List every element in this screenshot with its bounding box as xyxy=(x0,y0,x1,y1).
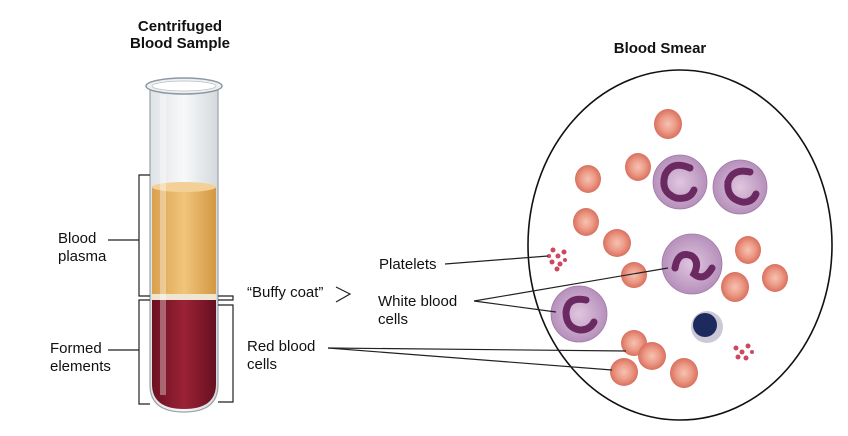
plasma-label-line2: plasma xyxy=(58,248,107,265)
wbc-nucleus xyxy=(724,167,760,206)
microscope-field-icon xyxy=(527,69,833,421)
wbc-label: White blood cells xyxy=(378,293,457,329)
tube-title: Centrifuged Blood Sample xyxy=(95,18,265,52)
formed-label-line2: elements xyxy=(50,358,111,375)
buffy-brace xyxy=(335,286,352,303)
rbc-pointer-1 xyxy=(327,347,627,352)
rbc-label-line2: cells xyxy=(247,356,278,373)
rbc-cell xyxy=(610,358,638,386)
buffy-coat-layer xyxy=(152,294,216,300)
formed-label: Formed elements xyxy=(50,340,111,376)
buffy-coat-label: “Buffy coat” xyxy=(247,284,324,301)
wbc-nucleus xyxy=(562,295,598,334)
wbc-pointer-2 xyxy=(473,300,557,313)
wbc-label-line1: White blood xyxy=(378,293,458,310)
rbc-cell xyxy=(735,236,761,264)
rbc-cell xyxy=(638,342,666,370)
lymphocyte-nucleus xyxy=(693,313,717,337)
buffy-bracket xyxy=(218,295,234,301)
red-cells-layer xyxy=(152,300,216,409)
rbc-label-line1: Red blood xyxy=(247,338,316,355)
smear-title: Blood Smear xyxy=(613,40,707,57)
formed-bracket xyxy=(138,299,150,405)
formed-label-line1: Formed xyxy=(50,340,102,357)
rbc-label: Red blood cells xyxy=(247,338,315,374)
rbc-cell xyxy=(670,358,698,388)
platelets-label: Platelets xyxy=(379,256,437,273)
tube-title-line1: Centrifuged xyxy=(137,18,223,35)
platelets-pointer xyxy=(444,255,549,265)
rbc-cell xyxy=(621,262,647,288)
pointer-lines xyxy=(327,255,669,371)
rbc-cell xyxy=(603,229,631,257)
rbc-bracket xyxy=(218,304,234,403)
rbc-cell xyxy=(573,208,599,236)
rbc-pointer-2 xyxy=(327,347,613,371)
rbc-cell xyxy=(625,153,651,181)
rbc-cell xyxy=(654,109,682,139)
plasma-label: Blood plasma xyxy=(58,230,106,266)
wbc-nucleus xyxy=(671,251,716,281)
rbc-cell xyxy=(762,264,788,292)
wbc-pointer-1 xyxy=(473,267,669,302)
plasma-bracket xyxy=(138,174,150,297)
wbc-label-line2: cells xyxy=(378,311,409,328)
plasma-label-line1: Blood xyxy=(58,230,97,247)
white-blood-cells xyxy=(550,154,768,343)
tube-title-line2: Blood Sample xyxy=(129,35,230,52)
wbc-cell xyxy=(550,285,608,343)
platelets xyxy=(547,247,754,361)
rbc-cell xyxy=(575,165,601,193)
rbc-cell xyxy=(721,272,749,302)
wbc-nucleus xyxy=(660,161,698,202)
test-tube-icon xyxy=(145,77,223,413)
plasma-layer xyxy=(152,187,216,296)
wbc-cell xyxy=(661,233,723,295)
left-brackets xyxy=(108,174,234,405)
red-blood-cells xyxy=(573,109,788,388)
